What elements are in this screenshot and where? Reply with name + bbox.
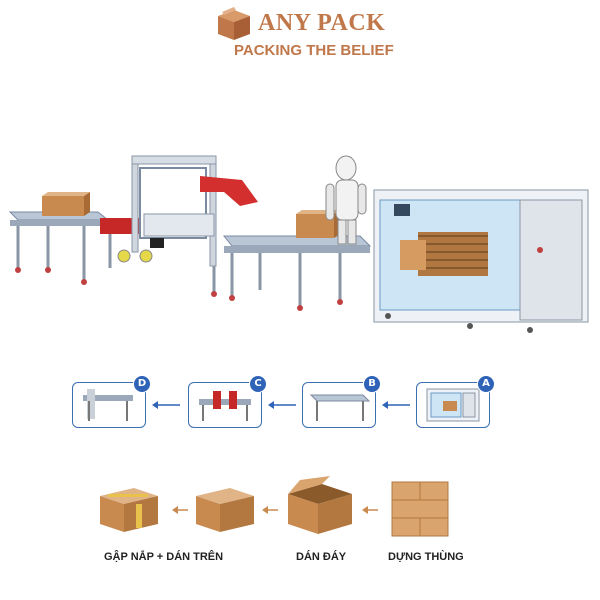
- robot-figure: [325, 155, 367, 245]
- brand-logo: ANY PACK PACKING THE BELIEF: [214, 6, 394, 66]
- machine-bottom-sealer-icon: [199, 391, 251, 421]
- arrow-left-icon: [262, 506, 278, 514]
- caption-fold-seal: GẬP NẮP + DÁN TRÊN: [104, 551, 224, 563]
- caption-erect: DỰNG THÙNG: [388, 551, 464, 563]
- flat-carton-icon: [391, 481, 449, 537]
- step-badge-c: C: [249, 375, 267, 393]
- arrow-left-icon: [382, 401, 410, 409]
- arrow-left-icon: [362, 506, 378, 514]
- roller-conveyor-icon: [309, 394, 371, 421]
- carton-erector-icon: [426, 388, 480, 422]
- step-card-a: A: [416, 375, 495, 428]
- top-sealer-machine: [100, 155, 258, 297]
- transfer-conveyor: [222, 235, 372, 311]
- closed-box-icon: [196, 488, 254, 532]
- packing-line-illustration: [8, 155, 589, 333]
- machine-top-folding-sealer-icon: [83, 389, 133, 421]
- arrow-left-icon: [152, 401, 180, 409]
- carton-box-left: [42, 192, 90, 216]
- brand-name: ANY PACK: [258, 10, 386, 36]
- box-logo-icon: [218, 7, 250, 40]
- step-badge-b: B: [363, 375, 381, 393]
- arrow-left-icon: [268, 401, 296, 409]
- open-box-icon: [288, 476, 352, 534]
- step-badge-a: A: [477, 375, 495, 393]
- caption-bottom-seal: DÁN ĐÁY: [296, 551, 347, 563]
- step-card-b: B: [302, 375, 381, 428]
- sealed-box-icon: [100, 488, 158, 532]
- brand-tagline: PACKING THE BELIEF: [234, 42, 394, 59]
- step-card-d: D: [72, 375, 151, 428]
- step-badge-d: D: [133, 375, 151, 393]
- carton-erector-machine: [373, 189, 589, 333]
- step-card-c: C: [188, 375, 267, 428]
- infeed-conveyor: [8, 211, 110, 285]
- arrow-left-icon: [172, 506, 188, 514]
